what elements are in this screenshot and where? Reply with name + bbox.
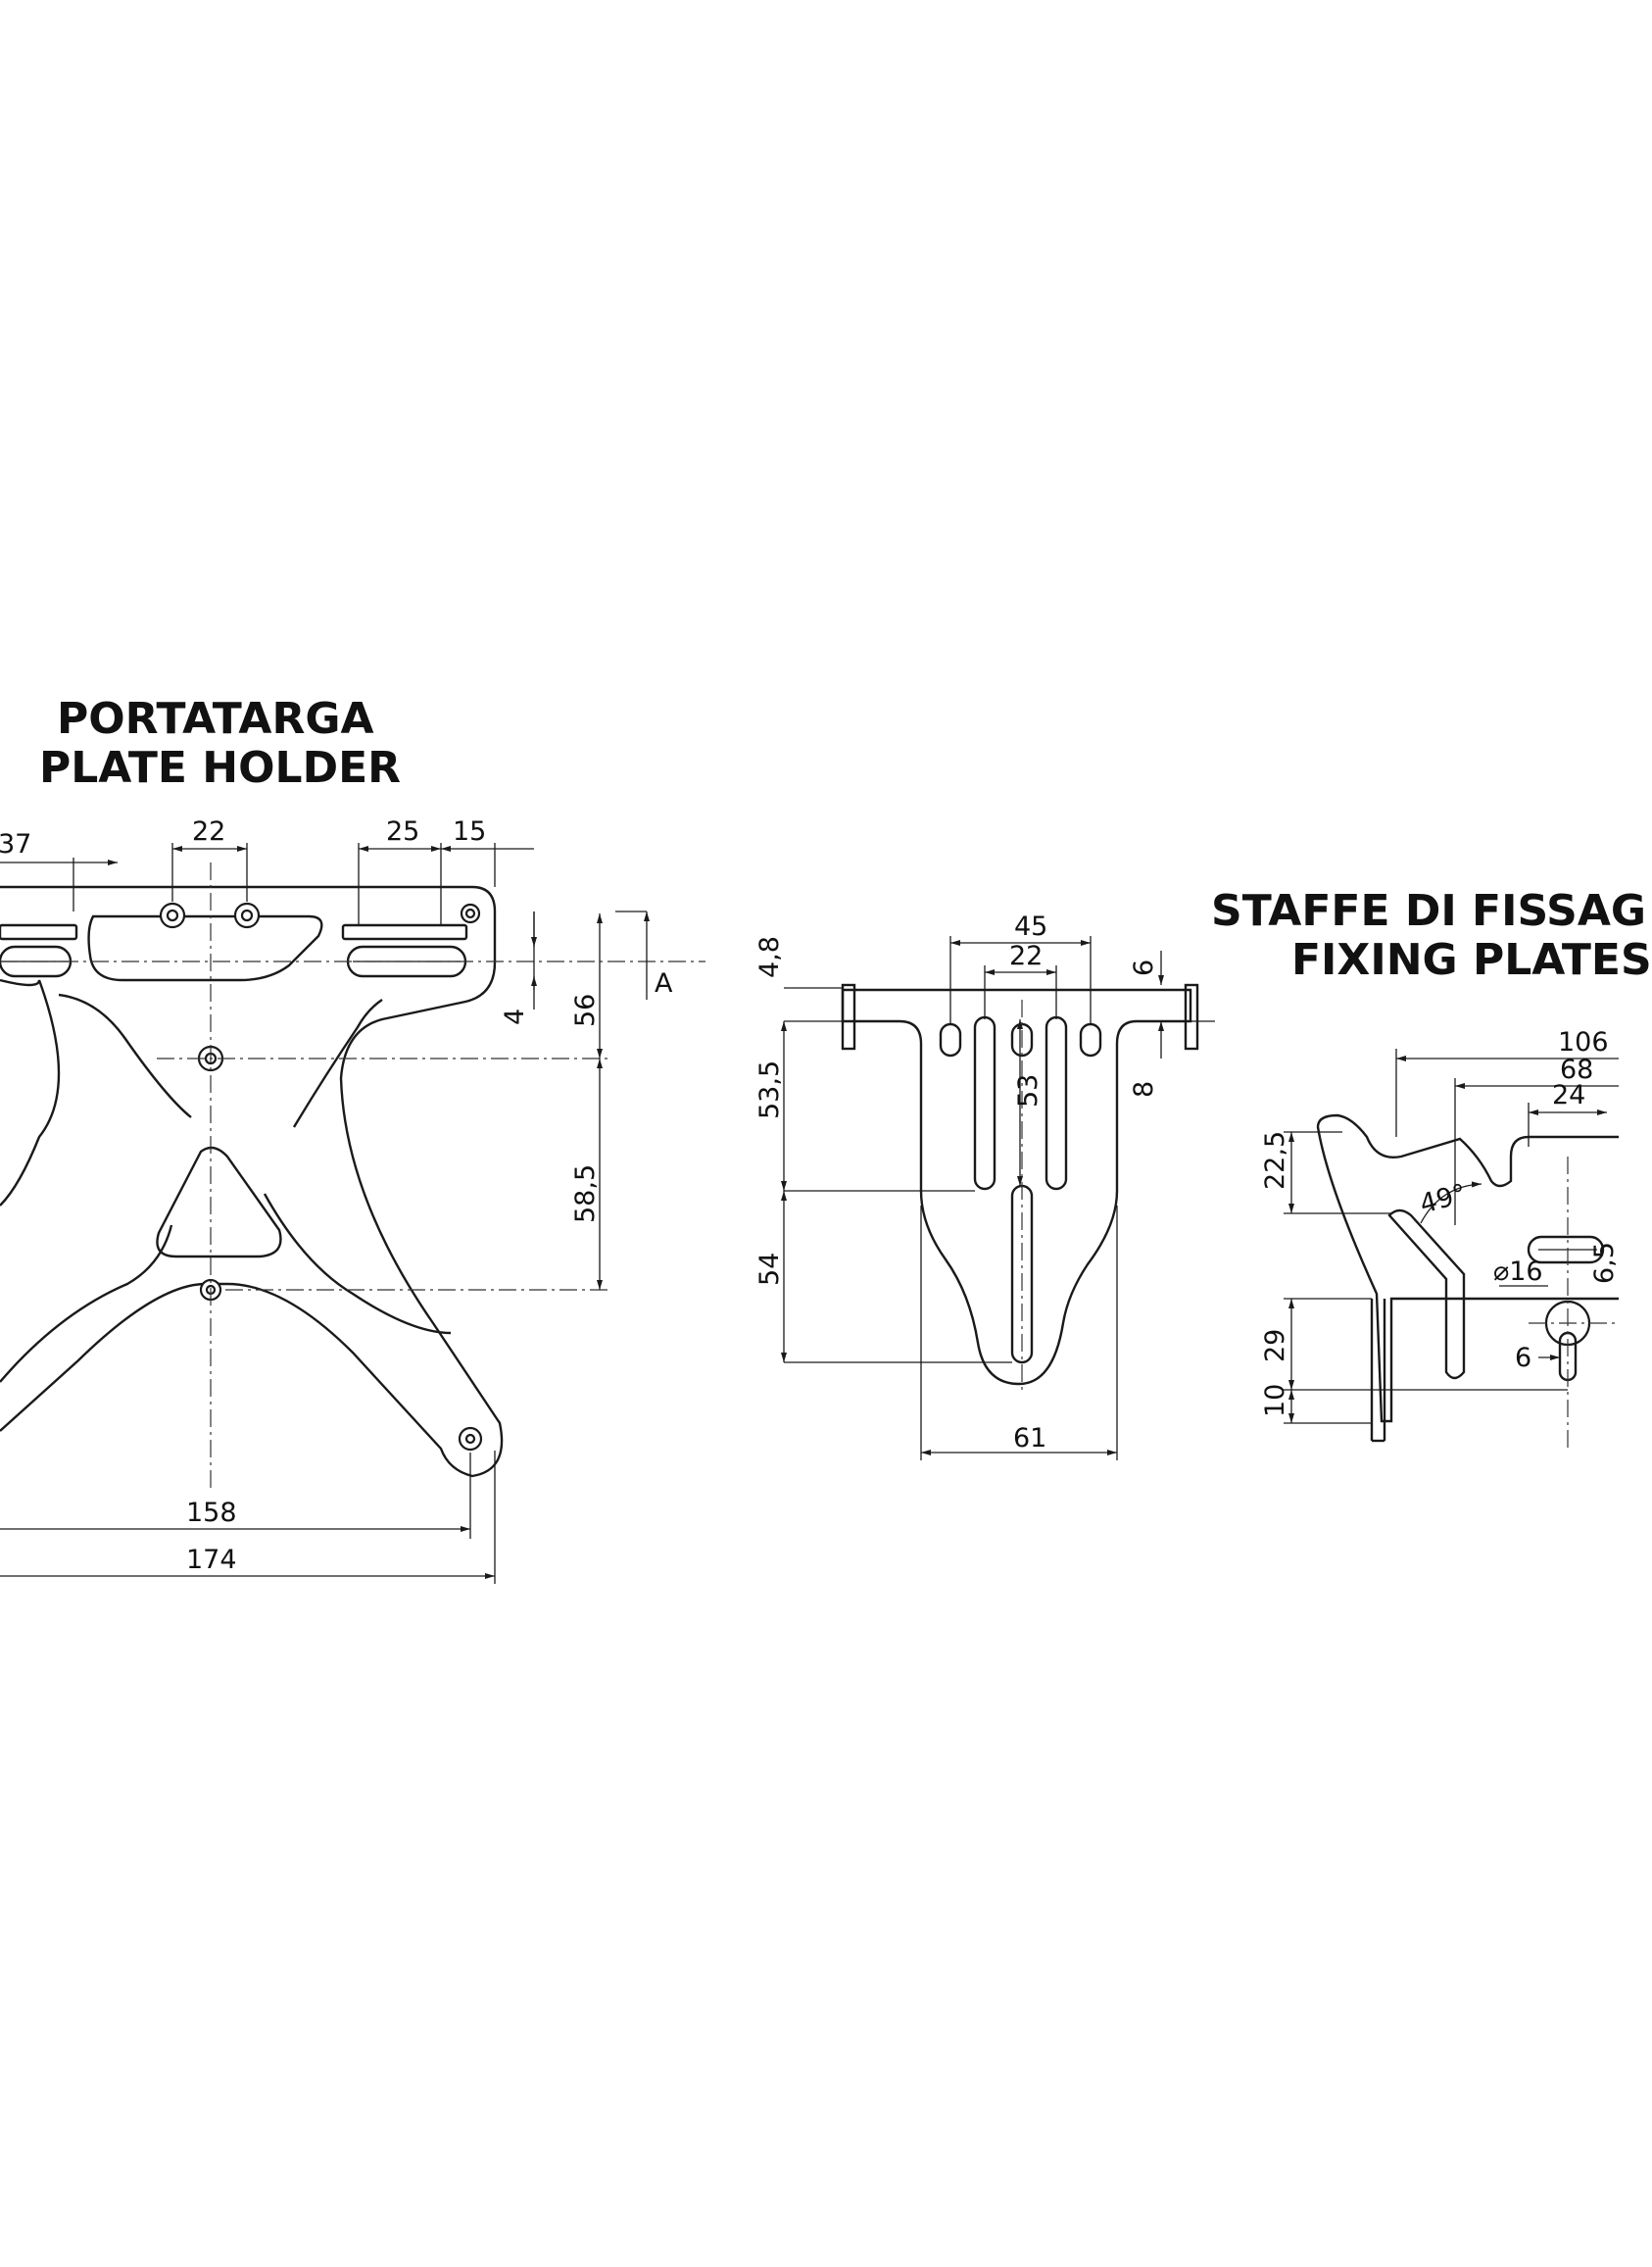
dim-45: 45 (1014, 912, 1047, 942)
plate-holder-left-lower-arm (0, 1224, 173, 1383)
dim-61: 61 (1013, 1423, 1046, 1454)
dim-68: 68 (1560, 1055, 1593, 1085)
dim-6-5: 6,5 (1589, 1242, 1620, 1284)
fixing-plates-title-en: FIXING PLATES (1291, 935, 1652, 985)
fixing-plates-view: 106 68 24 22,5 49° ⌀16 6,5 29 10 6 (1260, 1027, 1620, 1451)
fixing-plate-bent-slot (1387, 1208, 1466, 1380)
dim-37: 37 (0, 829, 31, 860)
dim-106: 106 (1558, 1027, 1609, 1058)
left-bar (0, 923, 78, 941)
dim-24: 24 (1552, 1080, 1585, 1110)
bracket-right-tab (1184, 983, 1199, 1051)
dim-53-5: 53,5 (754, 1060, 785, 1119)
bracket-slot-1 (939, 1022, 962, 1058)
bracket-front-view: 45 22 6 4,8 53,5 53 8 54 61 (754, 912, 1215, 1460)
plate-holder-lower-triangle (156, 1146, 282, 1258)
angle-49: 49° (1417, 1178, 1470, 1219)
dim-158: 158 (186, 1498, 237, 1528)
plate-holder-title-en: PLATE HOLDER (39, 743, 402, 793)
dim-56: 56 (570, 994, 601, 1027)
plate-holder-right-arm-inner (292, 999, 383, 1128)
plate-holder-outline (0, 885, 504, 1478)
dim-dia-16: ⌀16 (1493, 1257, 1543, 1287)
fixing-plates-title-it: STAFFE DI FISSAG (1211, 886, 1647, 936)
dim-29: 29 (1260, 1329, 1290, 1362)
dim-10: 10 (1260, 1384, 1290, 1417)
plate-holder-title-it: PORTATARGA (57, 694, 374, 744)
plate-holder-left-arm-inner (58, 993, 192, 1118)
bracket-outline (841, 988, 1192, 1386)
right-bar (341, 923, 468, 941)
dim-58-5: 58,5 (570, 1164, 601, 1223)
bracket-slot-2 (973, 1015, 996, 1191)
dim-22: 22 (192, 816, 225, 847)
dim-53: 53 (1013, 1074, 1044, 1108)
dim-8: 8 (1129, 1081, 1159, 1098)
dim-6-bracket: 6 (1129, 960, 1159, 976)
dim-4-8: 4,8 (754, 936, 785, 978)
bracket-slot-5 (1079, 1022, 1102, 1058)
plate-holder-view: 37 22 25 15 4 56 58,5 158 174 A (0, 816, 705, 1584)
dim-174: 174 (186, 1545, 237, 1575)
dim-6-keyhole: 6 (1515, 1343, 1531, 1373)
dim-15: 15 (453, 816, 486, 847)
dim-22-5: 22,5 (1260, 1131, 1290, 1190)
plate-holder-left-cutout (0, 978, 61, 1207)
dim-25: 25 (386, 816, 419, 847)
dim-4: 4 (500, 1009, 530, 1025)
bracket-slot-4 (1045, 1015, 1068, 1191)
dim-54: 54 (754, 1253, 785, 1286)
bracket-left-tab (841, 983, 856, 1051)
plate-holder-right-arm-lower (263, 1193, 452, 1335)
dim-22-bracket: 22 (1009, 941, 1043, 971)
section-label-a: A (655, 968, 673, 999)
fixing-plate-outline (1316, 1113, 1619, 1423)
fixing-plate-slot (1527, 1235, 1605, 1264)
plate-holder-center-cutout (87, 914, 323, 982)
